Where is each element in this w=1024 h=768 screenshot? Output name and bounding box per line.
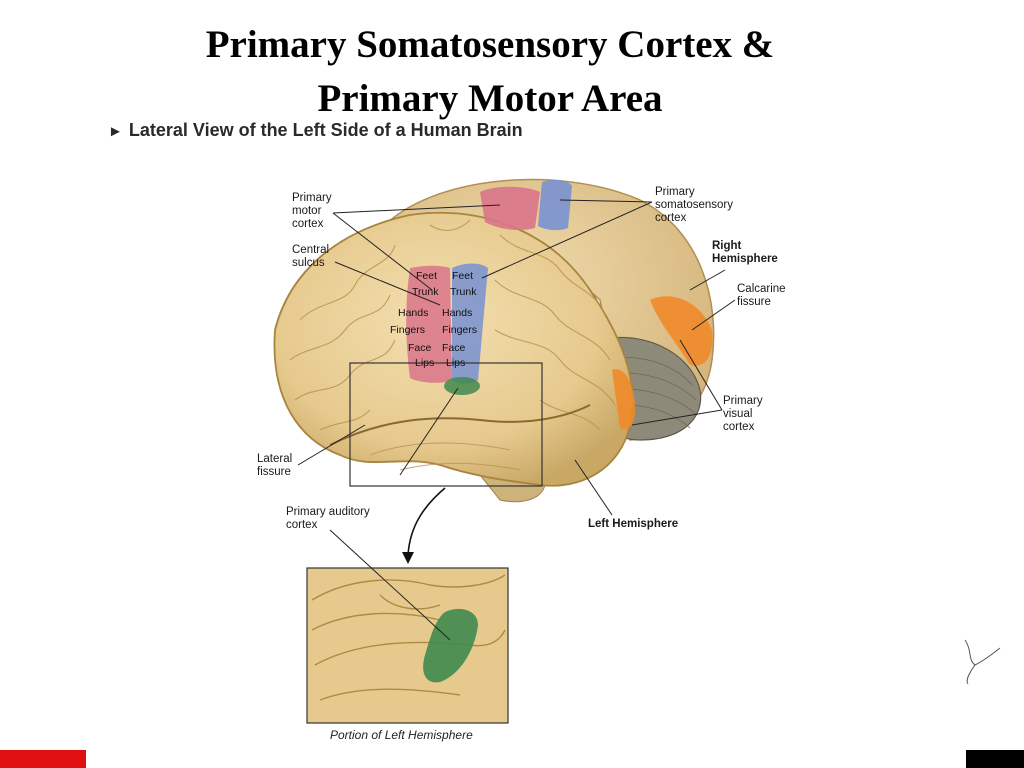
figure-subtitle: ► Lateral View of the Left Side of a Huma… xyxy=(108,120,523,141)
label-central-sulcus: Central sulcus xyxy=(292,244,330,269)
title-line-2: Primary Motor Area xyxy=(317,77,663,120)
sensory-map-item: Trunk xyxy=(450,286,477,298)
label-lateral-fissure: Lateral fissure xyxy=(257,453,293,478)
leader-lines xyxy=(297,199,736,641)
auditory-cortex xyxy=(444,377,480,395)
sensory-cortex-strip xyxy=(452,263,488,384)
visual-cortex-left xyxy=(612,369,635,430)
triangle-bullet-icon: ► xyxy=(108,123,123,140)
footer-black-bar xyxy=(966,750,1024,768)
inset-arrow xyxy=(407,487,446,556)
sensory-map-item: Face xyxy=(442,342,466,354)
motor-cortex-strip xyxy=(406,265,452,383)
figure-subtitle-text: Lateral View of the Left Side of a Human… xyxy=(128,120,523,140)
squiggle-decoration xyxy=(964,639,1001,685)
label-primary-somatosensory-cortex: Primary somatosensory cortex xyxy=(655,186,733,224)
page-title: Primary Somatosensory Cortex & Primary M… xyxy=(0,18,980,126)
label-primary-motor-cortex: Primary motor cortex xyxy=(292,192,332,230)
visual-cortex-right xyxy=(650,296,713,366)
sensory-cortex-top xyxy=(538,179,572,231)
sensory-map-item: Lips xyxy=(446,357,466,369)
motor-map-item: Face xyxy=(408,342,432,354)
label-calcarine-fissure: Calcarine fissure xyxy=(737,283,786,308)
footer-red-bar xyxy=(0,750,86,768)
sensory-map-item: Feet xyxy=(452,270,474,282)
sensory-map-item: Hands xyxy=(442,307,473,319)
title-line-1: Primary Somatosensory Cortex & xyxy=(205,23,775,66)
sensory-map-item: Fingers xyxy=(442,324,478,336)
motor-map-item: Hands xyxy=(398,307,429,319)
inset-caption: Portion of Left Hemisphere xyxy=(330,728,473,742)
label-primary-auditory-cortex: Primary auditory cortex xyxy=(286,506,370,531)
lateral-fissure-line xyxy=(329,404,591,446)
motor-map-item: Trunk xyxy=(412,286,439,298)
motor-map-item: Feet xyxy=(416,270,438,282)
label-right-hemisphere: Right Hemisphere xyxy=(712,240,778,265)
motor-cortex-top xyxy=(480,186,540,230)
inset-region-box xyxy=(349,362,543,487)
label-left-hemisphere: Left Hemisphere xyxy=(588,518,679,530)
motor-map-item: Lips xyxy=(415,357,435,369)
label-primary-visual-cortex: Primary visual cortex xyxy=(723,395,763,433)
motor-map-item: Fingers xyxy=(390,324,426,336)
